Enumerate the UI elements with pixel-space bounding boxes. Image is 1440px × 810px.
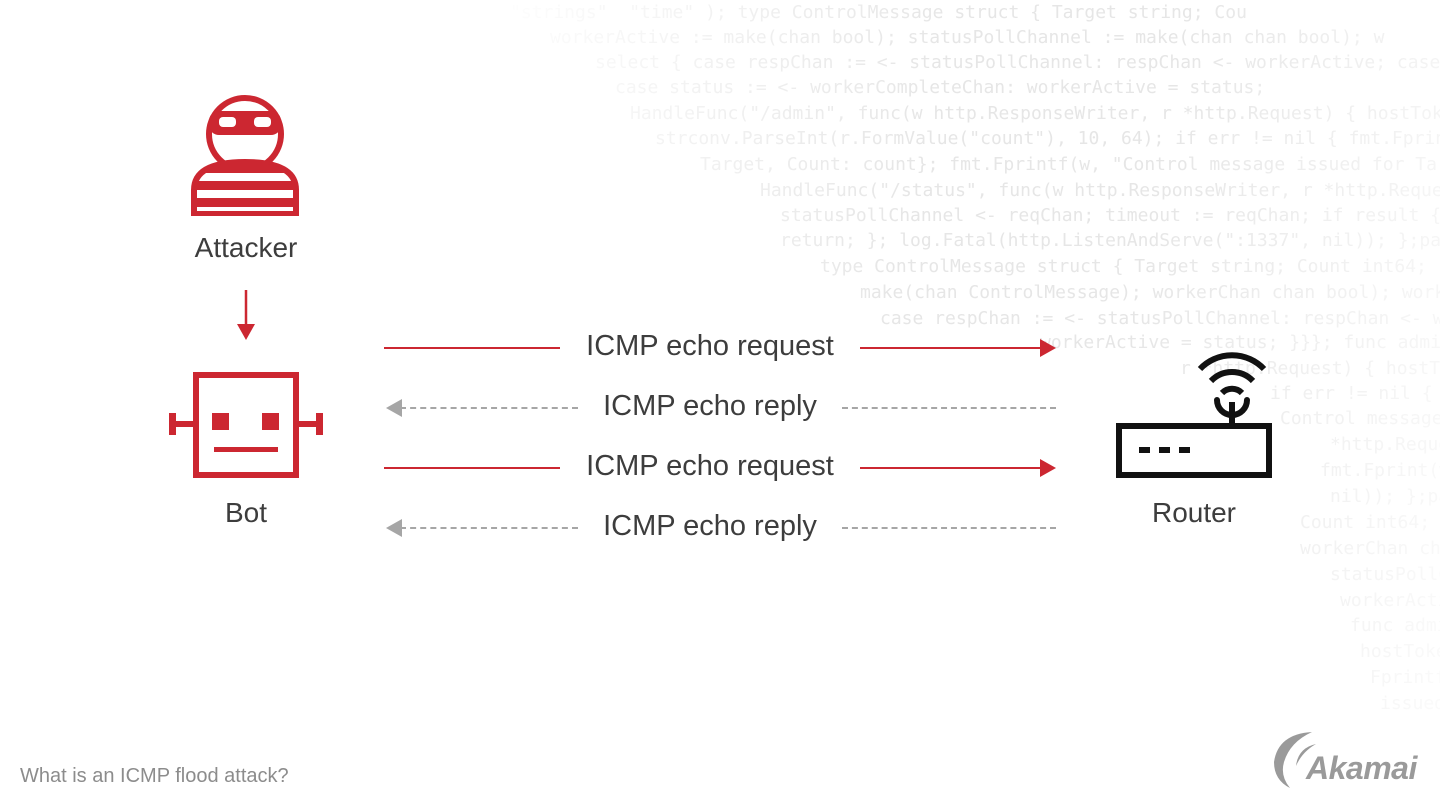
akamai-logo: Akamai [1268, 728, 1420, 792]
code-line: hostTokens [1360, 641, 1440, 662]
code-line: select { case respChan := <- statusPollC… [595, 52, 1440, 73]
bot-label: Bot [224, 497, 268, 528]
code-line: strconv.ParseInt(r.FormValue("count"), 1… [655, 128, 1440, 149]
reply-line-right [842, 407, 1056, 409]
code-line: "strings" "time" ); type ControlMessage … [510, 2, 1247, 23]
wifi-router-icon [1116, 352, 1272, 478]
code-line: func admin(c [1350, 615, 1440, 636]
message-label: ICMP echo reply [603, 510, 817, 542]
akamai-swoosh-icon [1274, 732, 1316, 788]
code-line: Fprintf(w, [1370, 667, 1440, 688]
attacker-to-bot-arrow [237, 290, 255, 340]
request-line-left [384, 467, 560, 469]
code-line: fmt.Fprint(w, "ACTIVE" [1320, 460, 1440, 481]
attacker-label: Attacker [194, 232, 298, 263]
code-line: issued for [1380, 693, 1440, 714]
code-line: workerActive := make(chan bool); statusP… [550, 27, 1385, 48]
code-line: Count int64; ); func mai [1300, 512, 1431, 533]
code-line: Target, Count: count}; fmt.Fprintf(w, "C… [700, 154, 1437, 175]
request-line-right [860, 467, 1042, 469]
code-line: statusPollChannel <- reqChan; timeout :=… [780, 205, 1440, 226]
message-label: ICMP echo reply [603, 390, 817, 422]
code-line: Control message issued for Ta [1280, 408, 1440, 429]
code-line: case status := <- workerCompleteChan: wo… [615, 77, 1266, 98]
arrowhead-right-icon [1040, 339, 1056, 357]
slide-caption: What is an ICMP flood attack? [20, 765, 289, 787]
arrowhead-left-icon [386, 399, 402, 417]
code-line: case respChan := <- statusPollChannel: r… [880, 308, 1440, 329]
code-line: type ControlMessage struct { Target stri… [820, 256, 1440, 277]
akamai-logo-text: Akamai [1306, 750, 1417, 786]
reply-line-right [842, 527, 1056, 529]
code-line: return; }; log.Fatal(http.ListenAndServe… [780, 230, 1440, 251]
arrowhead-left-icon [386, 519, 402, 537]
message-label: ICMP echo request [586, 330, 834, 362]
code-line: *http.Request) { reqChan [1330, 434, 1440, 455]
request-line-right [860, 347, 1042, 349]
request-line-left [384, 347, 560, 349]
reply-line-left [400, 407, 578, 409]
code-line: HandleFunc("/admin", func(w http.Respons… [630, 103, 1440, 124]
arrowhead-right-icon [1040, 459, 1056, 477]
robot-icon [169, 372, 323, 478]
code-line: make(chan ControlMessage); workerChan ch… [860, 282, 1440, 303]
code-line: statusPollChannel: respCh [1330, 564, 1440, 585]
code-line: workerActive = sta [1340, 590, 1440, 611]
message-label: ICMP echo request [586, 450, 834, 482]
masked-thief-icon [191, 95, 299, 216]
code-line: HandleFunc("/status", func(w http.Respon… [760, 180, 1440, 201]
code-line: if err != nil { fmt.Fprintf(w, [1270, 383, 1433, 404]
code-line: workerChan chan bool); workerActi [1300, 538, 1440, 559]
code-line: nil)); };pac [1330, 486, 1440, 507]
router-label: Router [1151, 497, 1237, 528]
reply-line-left [400, 527, 578, 529]
